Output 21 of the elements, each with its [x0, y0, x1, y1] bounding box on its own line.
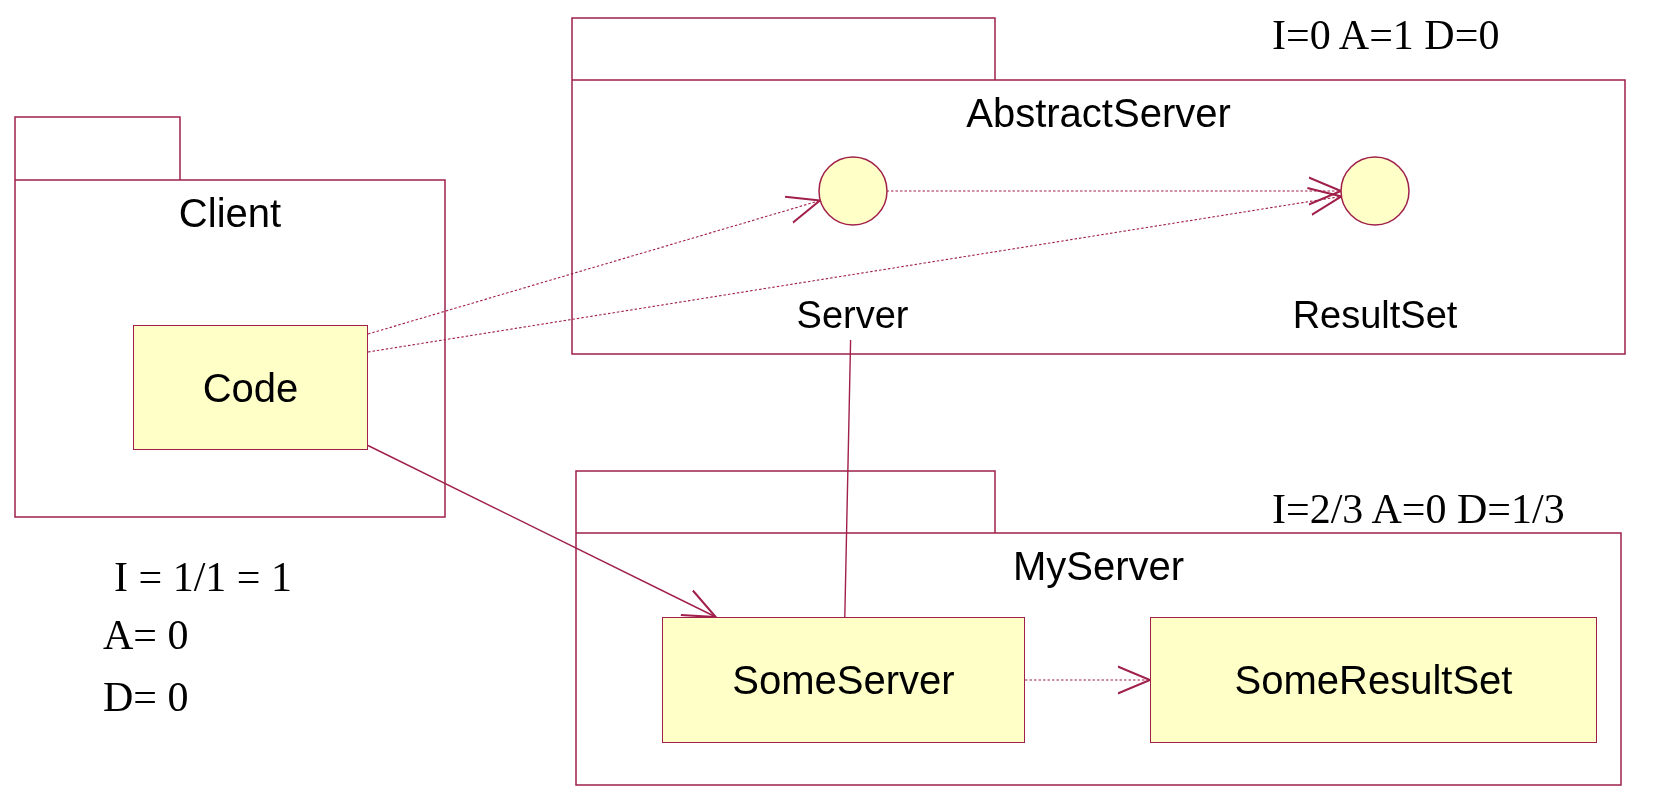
metric-label: A= 0	[103, 612, 189, 658]
dependency-arrow	[367, 195, 821, 335]
dependency-arrow	[367, 444, 717, 618]
class-name: SomeServer	[732, 657, 955, 703]
class-box	[133, 325, 368, 450]
package-name: MyServer	[1012, 543, 1185, 589]
metric-label: D= 0	[103, 674, 189, 720]
package-name: AbstractServer	[966, 90, 1231, 136]
dependency-arrow	[367, 187, 1343, 353]
metric-label: I=0 A=1 D=0	[1272, 12, 1500, 58]
package-name: Client	[178, 190, 282, 236]
class-box	[662, 617, 1025, 743]
dependency-arrow	[1024, 665, 1151, 695]
metric-label: I = 1/1 = 1	[114, 554, 293, 600]
class-name: Code	[202, 364, 299, 411]
connector-line	[844, 339, 852, 618]
interface-name: Server	[796, 295, 909, 335]
metric-label: I=2/3 A=0 D=1/3	[1272, 486, 1565, 532]
interface-name: ResultSet	[1292, 295, 1458, 335]
class-box	[1150, 617, 1597, 743]
class-name: SomeResultSet	[1234, 657, 1513, 703]
